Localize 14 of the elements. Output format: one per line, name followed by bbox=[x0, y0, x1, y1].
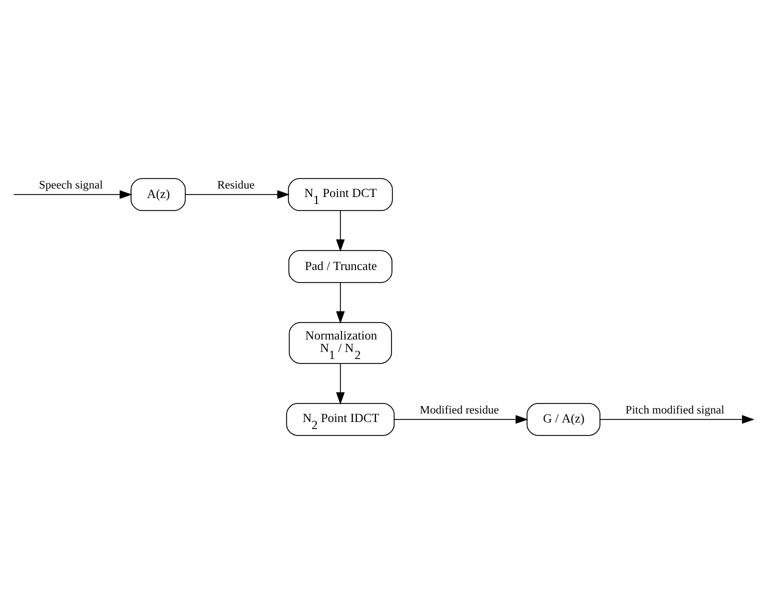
edge-label: Speech signal bbox=[38, 179, 103, 192]
arrow bbox=[600, 414, 754, 424]
node-box: A(z) bbox=[130, 178, 186, 210]
arrow bbox=[13, 190, 132, 198]
node-box: G / A(z) bbox=[526, 402, 600, 436]
edge-label: Residue bbox=[217, 179, 254, 192]
arrow bbox=[394, 414, 528, 424]
arrow bbox=[185, 190, 290, 198]
node-box: Pad / Truncate bbox=[288, 250, 392, 282]
arrow bbox=[336, 362, 345, 404]
arrow bbox=[336, 282, 345, 324]
edge-label: Pitch modified signal bbox=[626, 404, 724, 416]
edge-label: Modified residue bbox=[420, 404, 499, 416]
arrow bbox=[336, 210, 345, 252]
